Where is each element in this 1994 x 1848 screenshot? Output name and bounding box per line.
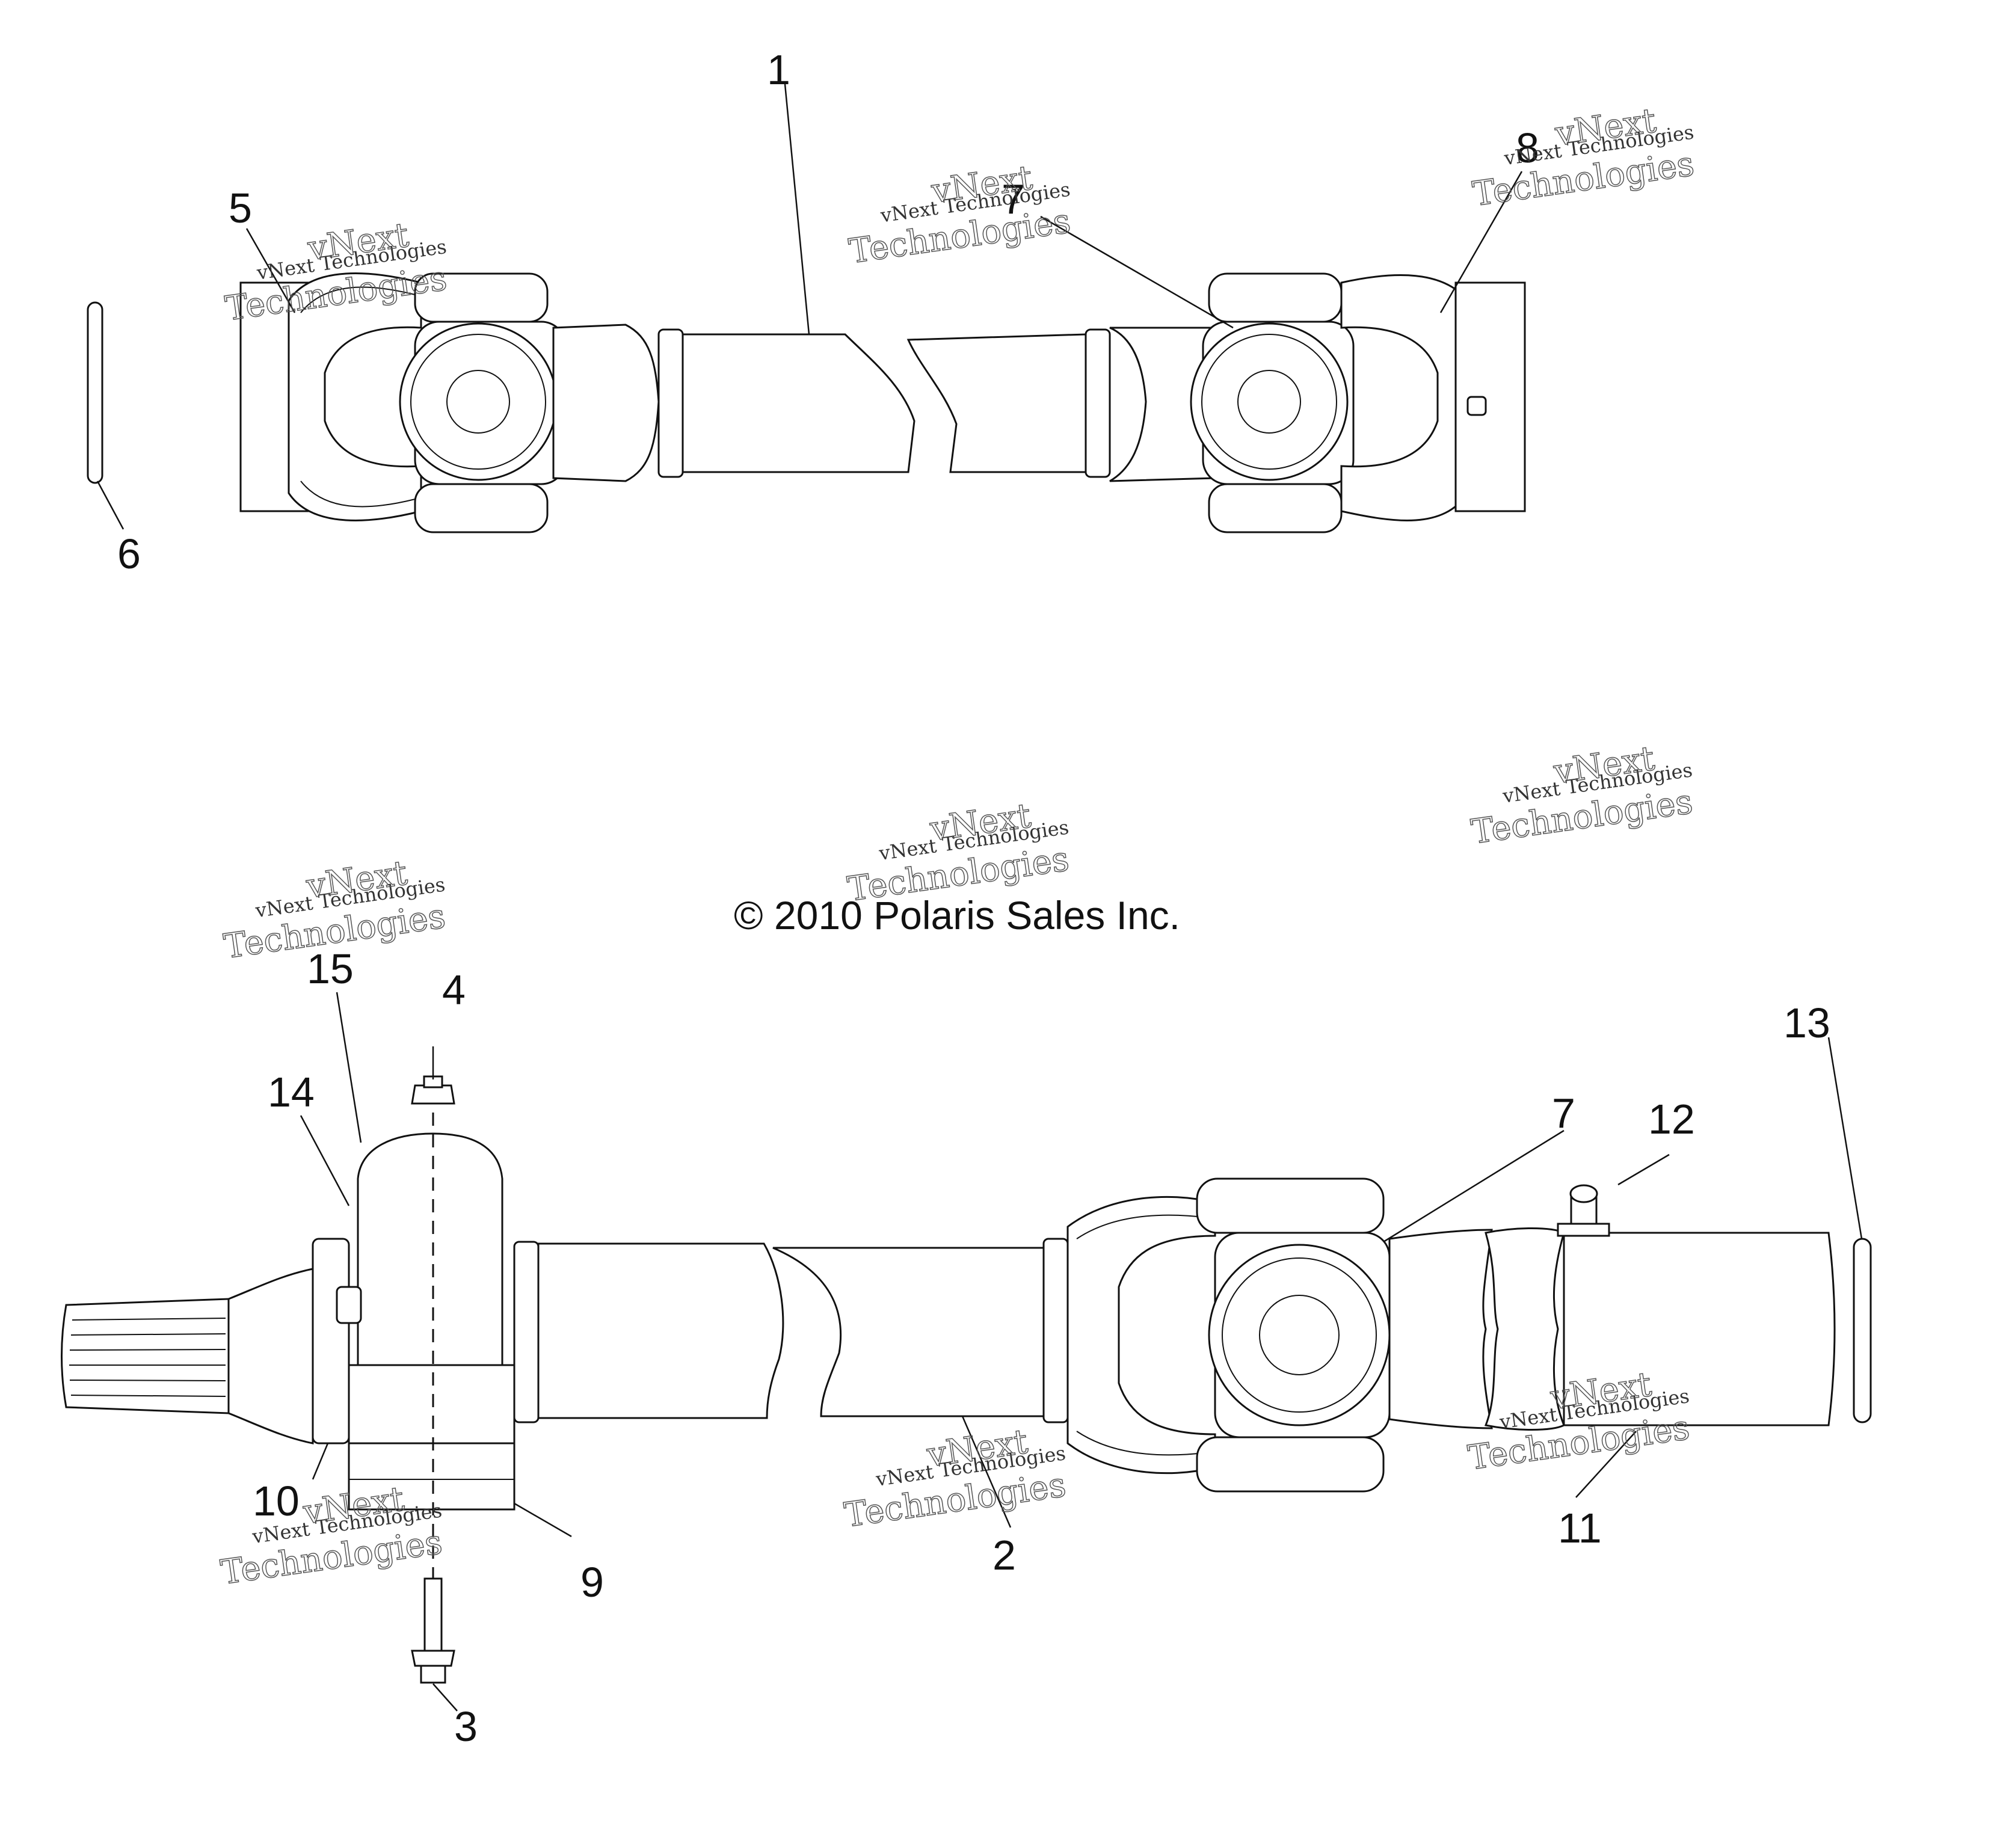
splined-stub (61, 1298, 230, 1414)
callout-14: 14 (268, 1069, 315, 1116)
callout-13: 13 (1783, 999, 1830, 1046)
snap-ring-14 (312, 1238, 350, 1444)
callout-9: 9 (580, 1559, 604, 1606)
callout-3: 3 (454, 1703, 478, 1750)
left-u-joint-bearing (399, 322, 558, 481)
watermark-2: vNext Technologies vNext Technologies (846, 158, 1074, 272)
left-bearing-cap-bottom (414, 483, 549, 533)
grease-fitting-tip (1569, 1184, 1598, 1203)
left-shaft-collar (657, 328, 684, 478)
carrier-bearing-mount (348, 1442, 515, 1511)
watermark-4: vNext Technologies vNext Technologies (221, 853, 449, 966)
set-screw (336, 1286, 362, 1324)
watermark-6: vNext Technologies vNext Technologies (1468, 738, 1696, 852)
stub-taper (227, 1268, 314, 1444)
slip-yoke-neck (1388, 1229, 1493, 1429)
callout-7-bottom: 7 (1552, 1090, 1575, 1137)
bottom-shaft-assembly (61, 1075, 1872, 1684)
housing-collar (513, 1241, 540, 1423)
callouts: 1 2 3 4 5 6 7 7 8 9 10 11 12 13 14 15 (117, 46, 1830, 1750)
bolt-3-shank (423, 1577, 443, 1652)
copyright-text: © 2010 Polaris Sales Inc. (734, 893, 1180, 938)
right-shaft-collar (1085, 328, 1111, 478)
seal-ring-13 (1853, 1238, 1872, 1423)
bottom-bearing-cap-top (1196, 1177, 1385, 1234)
right-yoke-hub (1454, 281, 1526, 512)
callout-12: 12 (1648, 1096, 1695, 1143)
bottom-bearing-cap-bottom (1196, 1436, 1385, 1493)
callout-6: 6 (117, 530, 141, 577)
callout-7-top: 7 (1002, 176, 1025, 223)
bottom-u-joint-bearing (1208, 1244, 1391, 1426)
callout-2: 2 (992, 1532, 1016, 1579)
roll-pin-6 (87, 301, 103, 484)
carrier-bearing-upper (357, 1132, 503, 1366)
right-u-joint-bearing (1190, 322, 1349, 481)
right-bearing-cap-bottom (1208, 483, 1343, 533)
slip-yoke-tube-11 (1563, 1232, 1836, 1426)
watermark-5: vNext Technologies vNext Technologies (845, 796, 1072, 909)
bottom-yoke-ears (1066, 1196, 1216, 1475)
callout-5: 5 (229, 185, 252, 232)
bolt-3-flange (411, 1650, 455, 1667)
callout-10: 10 (253, 1478, 300, 1524)
left-yoke-ears (288, 272, 422, 521)
grease-fitting-base (1557, 1223, 1610, 1237)
right-bearing-cap-top (1208, 272, 1343, 323)
right-shaft-yoke (1109, 327, 1216, 482)
callout-8: 8 (1516, 124, 1539, 171)
shaft-2-tube-right (772, 1247, 1045, 1417)
right-yoke-zerk (1466, 396, 1487, 416)
right-yoke-ears (1340, 274, 1469, 521)
left-shaft-yoke (552, 324, 660, 482)
leader-lines (96, 84, 1863, 1711)
shaft-2-tube-left (537, 1242, 784, 1419)
callout-15: 15 (307, 945, 354, 992)
callout-1: 1 (767, 46, 790, 93)
callout-4: 4 (442, 966, 466, 1013)
top-shaft-assembly (87, 272, 1526, 533)
shaft-1-tube-left (682, 333, 915, 473)
shaft-2-collar (1042, 1238, 1069, 1423)
callout-11: 11 (1558, 1505, 1602, 1552)
watermark-8: vNext Technologies vNext Technologies (842, 1422, 1069, 1535)
shaft-1-tube-right (906, 333, 1087, 473)
carrier-bearing-mid (348, 1364, 515, 1444)
bolt-3-head (420, 1665, 446, 1684)
watermark-3: vNext Technologies vNext Technologies (1470, 100, 1697, 214)
